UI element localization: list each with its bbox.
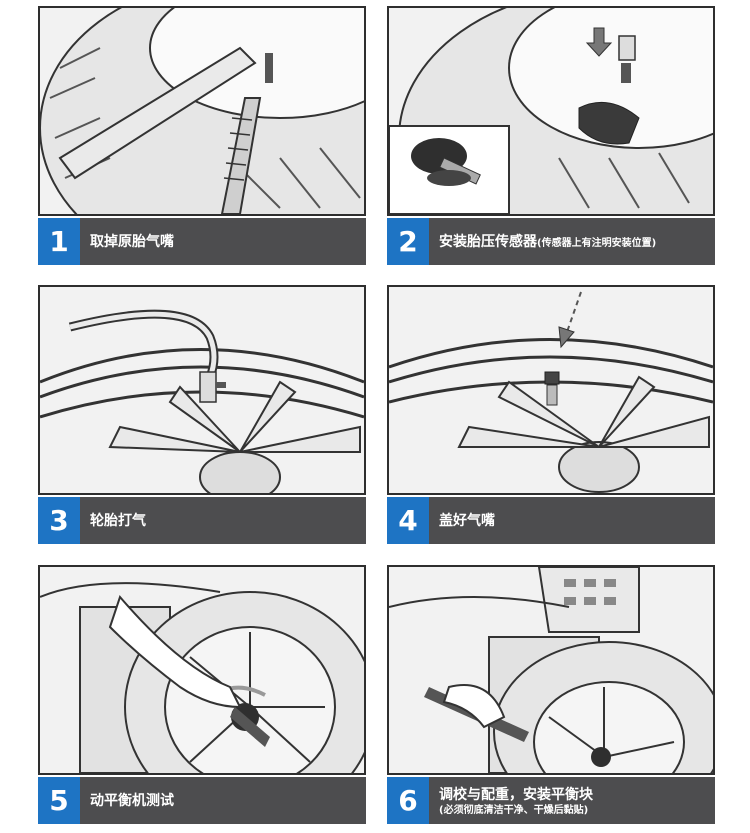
step-1-caption: 1 取掉原胎气嘴 (38, 218, 366, 265)
step-2-illustration (387, 6, 715, 216)
step-5-illustration (38, 565, 366, 775)
step-6-note: (必须彻底清洁干净、干燥后黏贴) (439, 804, 589, 816)
step-1-panel: 1 取掉原胎气嘴 (38, 6, 366, 265)
sensor-install-drawing (389, 8, 713, 214)
step-2-caption: 2 安装胎压传感器(传感器上有注明安装位置) (387, 218, 715, 265)
weight-install-drawing (389, 567, 713, 773)
balance-test-drawing (40, 567, 364, 773)
step-6-number-badge: 6 (387, 777, 429, 824)
step-4-number-badge: 4 (387, 497, 429, 544)
step-2-title: 安装胎压传感器 (439, 234, 537, 251)
step-4-panel: 4 盖好气嘴 (387, 285, 715, 544)
step-4-caption: 4 盖好气嘴 (387, 497, 715, 544)
step-5-title: 动平衡机测试 (90, 793, 174, 810)
step-2-number-badge: 2 (387, 218, 429, 265)
step-3-caption: 3 轮胎打气 (38, 497, 366, 544)
step-3-title: 轮胎打气 (90, 513, 146, 530)
step-4-title: 盖好气嘴 (439, 513, 495, 530)
step-3-number-badge: 3 (38, 497, 80, 544)
step-3-panel: 3 轮胎打气 (38, 285, 366, 544)
step-1-number-badge: 1 (38, 218, 80, 265)
step-5-panel: 5 动平衡机测试 (38, 565, 366, 824)
step-6-title: 调校与配重，安装平衡块 (439, 786, 593, 803)
step-2-panel: 2 安装胎压传感器(传感器上有注明安装位置) (387, 6, 715, 265)
valve-cap-drawing (389, 287, 713, 493)
step-5-number-badge: 5 (38, 777, 80, 824)
tire-valve-removal-drawing (40, 8, 364, 214)
step-3-illustration (38, 285, 366, 495)
step-1-title: 取掉原胎气嘴 (90, 234, 174, 251)
step-5-caption: 5 动平衡机测试 (38, 777, 366, 824)
step-1-illustration (38, 6, 366, 216)
step-2-note: (传感器上有注明安装位置) (537, 238, 657, 250)
step-6-illustration (387, 565, 715, 775)
step-4-illustration (387, 285, 715, 495)
step-6-caption: 6 调校与配重，安装平衡块 (必须彻底清洁干净、干燥后黏贴) (387, 777, 715, 824)
tire-inflation-drawing (40, 287, 364, 493)
step-6-panel: 6 调校与配重，安装平衡块 (必须彻底清洁干净、干燥后黏贴) (387, 565, 715, 824)
